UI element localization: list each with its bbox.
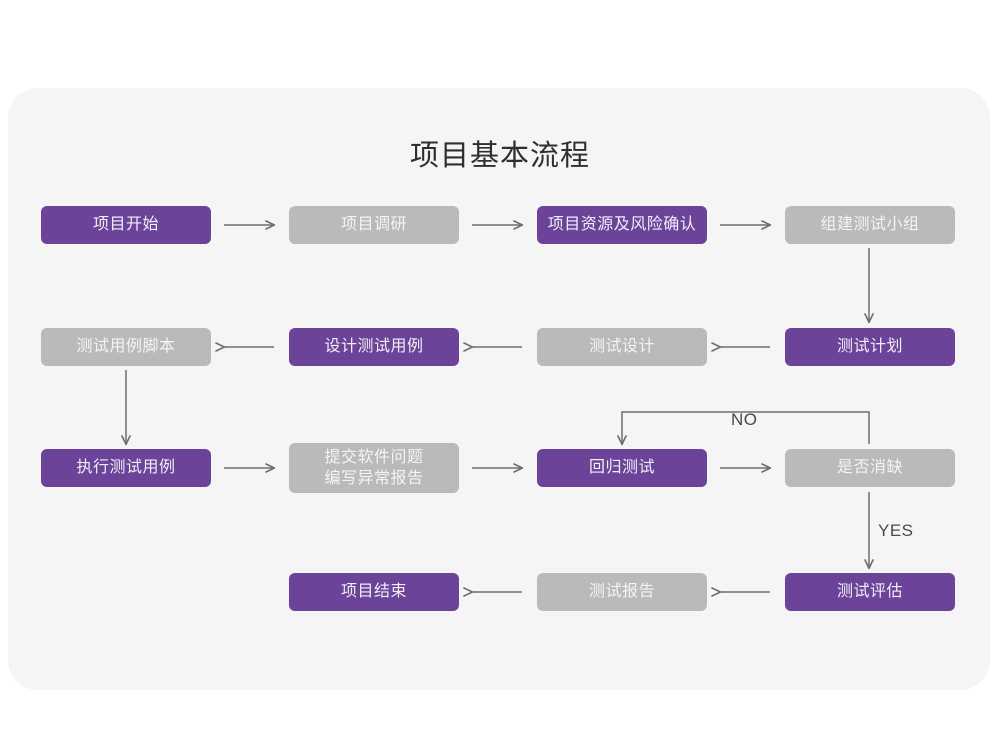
- flow-node-regression-test[interactable]: 回归测试: [537, 449, 707, 487]
- flow-node-project-research[interactable]: 项目调研: [289, 206, 459, 244]
- flow-node-design-test-case[interactable]: 设计测试用例: [289, 328, 459, 366]
- flow-node-build-test-team[interactable]: 组建测试小组: [785, 206, 955, 244]
- edge-label-no: NO: [731, 410, 758, 429]
- flow-node-project-end[interactable]: 项目结束: [289, 573, 459, 611]
- flow-node-test-report[interactable]: 测试报告: [537, 573, 707, 611]
- flow-node-submit-issue-report[interactable]: 提交软件问题 编写异常报告: [289, 443, 459, 493]
- edge-label-yes: YES: [878, 521, 914, 540]
- flow-node-defect-cleared[interactable]: 是否消缺: [785, 449, 955, 487]
- flow-node-test-evaluation[interactable]: 测试评估: [785, 573, 955, 611]
- flow-node-execute-test-case[interactable]: 执行测试用例: [41, 449, 211, 487]
- flow-node-test-design[interactable]: 测试设计: [537, 328, 707, 366]
- flow-node-test-plan[interactable]: 测试计划: [785, 328, 955, 366]
- flow-node-test-case-script[interactable]: 测试用例脚本: [41, 328, 211, 366]
- flow-node-resource-risk-confirm[interactable]: 项目资源及风险确认: [537, 206, 707, 244]
- flow-node-project-start[interactable]: 项目开始: [41, 206, 211, 244]
- page-title: 项目基本流程: [409, 140, 590, 172]
